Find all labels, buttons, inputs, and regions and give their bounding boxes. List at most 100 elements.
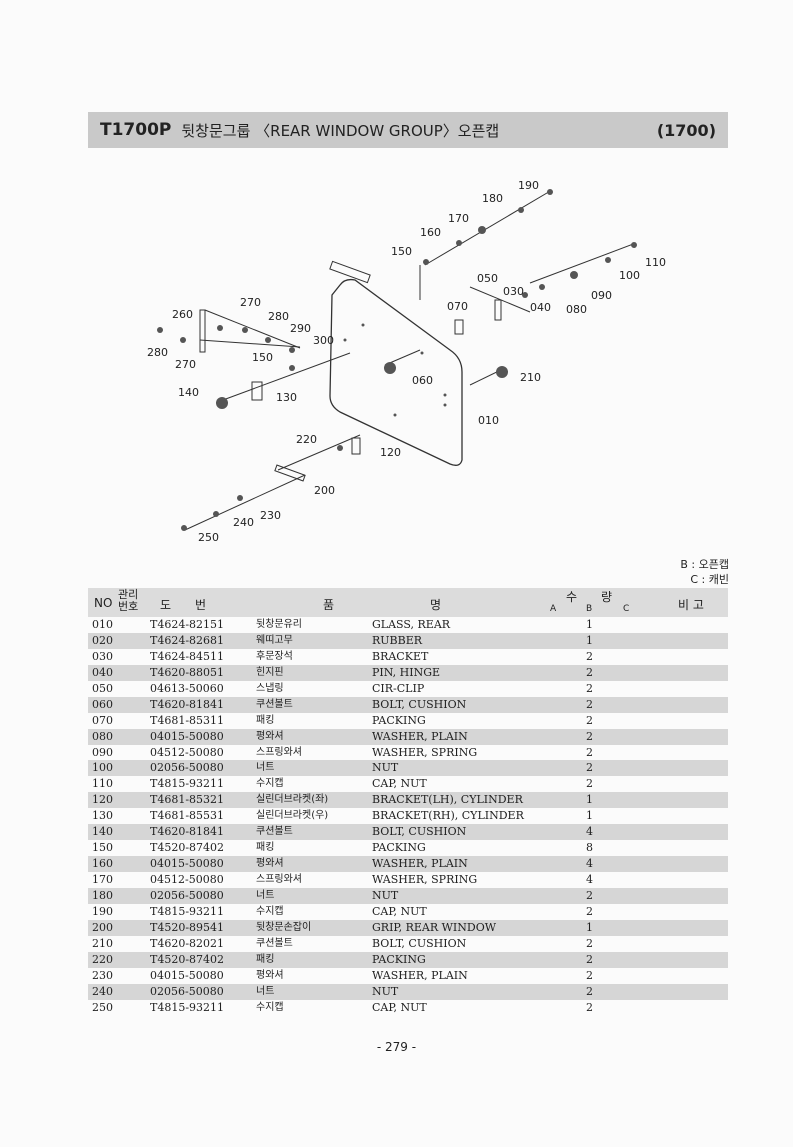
title-code: T1700P <box>100 120 172 140</box>
row-part-no: T4624-84511 <box>150 649 225 663</box>
header-no: NO <box>94 596 113 610</box>
callout-270: 270 <box>240 296 261 309</box>
row-no: 010 <box>92 618 113 631</box>
callout-060: 060 <box>412 374 433 387</box>
row-no: 040 <box>92 665 113 679</box>
callout-180: 180 <box>482 192 503 205</box>
callout-070: 070 <box>447 300 468 313</box>
row-name-eng: GRIP, REAR WINDOW <box>372 920 497 934</box>
callout-210: 210 <box>520 371 541 384</box>
page-number: - 279 - <box>376 1040 417 1054</box>
legend-b: B : 오픈캡 <box>680 558 729 571</box>
row-part-no: T4620-81841 <box>150 697 225 711</box>
row-part-no: T4624-82681 <box>150 633 225 647</box>
row-no: 160 <box>92 857 113 871</box>
row-name-eng: PACKING <box>372 713 426 727</box>
row-name-kor: 너트 <box>256 889 275 901</box>
row-qty-b: 2 <box>586 904 593 918</box>
row-qty-b: 2 <box>586 697 593 711</box>
row-name-eng: NUT <box>372 761 399 775</box>
row-part-no: T4681-85531 <box>150 809 225 823</box>
row-name-kor: 힌지핀 <box>256 666 284 678</box>
row-no: 170 <box>92 873 113 886</box>
row-part-no: 02056-50080 <box>150 761 224 775</box>
row-qty-b: 2 <box>586 649 593 663</box>
row-no: 120 <box>92 793 113 807</box>
row-name-kor: 후문장석 <box>256 650 293 662</box>
callout-120: 120 <box>380 446 401 459</box>
row-qty-b: 2 <box>586 665 593 679</box>
row-no: 060 <box>92 697 113 711</box>
row-no: 130 <box>92 809 113 823</box>
row-part-no: T4520-87402 <box>150 841 225 855</box>
row-no: 220 <box>92 952 113 966</box>
row-no: 190 <box>92 904 113 918</box>
row-no: 180 <box>92 888 113 902</box>
row-no: 100 <box>92 761 113 775</box>
row-name-eng: NUT <box>372 888 399 902</box>
row-qty-b: 2 <box>586 713 593 727</box>
row-name-eng: BRACKET <box>372 649 429 663</box>
row-qty-b: 2 <box>586 745 593 759</box>
row-qty-b: 2 <box>586 681 593 695</box>
callout-200: 200 <box>314 484 335 497</box>
row-name-kor: 스프링와셔 <box>256 746 302 758</box>
callout-130: 130 <box>276 391 297 404</box>
row-name-kor: 실린더브라켓(우) <box>256 810 329 822</box>
row-qty-b: 2 <box>586 952 593 966</box>
row-qty-b: 4 <box>586 857 593 871</box>
row-name-kor: 스냅링 <box>256 682 284 694</box>
row-name-eng: BRACKET(LH), CYLINDER <box>372 793 523 807</box>
row-name-kor: 패킹 <box>256 842 275 854</box>
row-part-no: T4815-93211 <box>150 1000 225 1014</box>
callout-160: 160 <box>420 226 441 239</box>
header-a: A <box>550 604 557 614</box>
row-name-kor: 수지캡 <box>256 778 284 790</box>
callout-230: 230 <box>260 509 281 522</box>
row-name-eng: CAP, NUT <box>372 904 427 918</box>
row-name-kor: 너트 <box>256 762 275 774</box>
row-qty-b: 2 <box>586 761 593 775</box>
callout-040: 040 <box>530 301 551 314</box>
row-qty-b: 1 <box>586 793 593 807</box>
row-qty-b: 2 <box>586 729 593 743</box>
exploded-parts-diagram: 190 180 170 160 150 050 030 040 080 090 … <box>147 179 666 544</box>
row-part-no: T4815-93211 <box>150 904 225 918</box>
row-qty-b: 4 <box>586 873 593 886</box>
header-c: C <box>623 604 630 614</box>
row-no: 200 <box>92 920 113 934</box>
row-name-kor: 뒷창문유리 <box>256 619 302 630</box>
row-name-kor: 쿠션볼트 <box>256 698 293 710</box>
row-qty-b: 4 <box>586 825 593 839</box>
table-header: NO 관리 번호 도 번 품 명 수 량 A B C 비 고 <box>88 588 728 617</box>
row-part-no: 04015-50080 <box>150 968 224 982</box>
row-part-no: T4620-88051 <box>150 665 225 679</box>
row-name-kor: 평와셔 <box>256 858 284 870</box>
row-qty-b: 2 <box>586 968 593 982</box>
row-name-kor: 수지캡 <box>256 905 284 917</box>
callout-240: 240 <box>233 516 254 529</box>
row-qty-b: 1 <box>586 633 593 647</box>
row-part-no: T4815-93211 <box>150 777 225 791</box>
row-no: 070 <box>92 713 113 727</box>
row-name-eng: BOLT, CUSHION <box>372 697 467 711</box>
row-name-kor: 쿠션볼트 <box>256 826 293 838</box>
row-qty-b: 2 <box>586 777 593 791</box>
row-qty-b: 2 <box>586 936 593 950</box>
row-part-no: T4520-89541 <box>150 920 225 934</box>
